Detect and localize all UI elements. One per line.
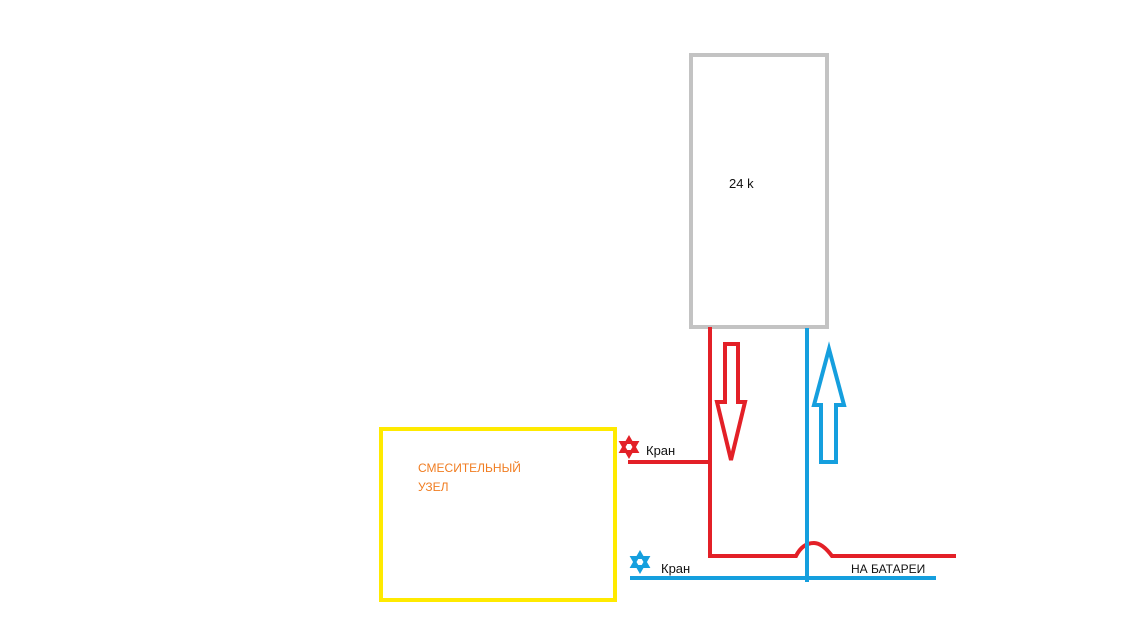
hot-supply-pipe (708, 327, 956, 558)
radiators-label: НА БАТАРЕИ (851, 562, 926, 576)
cold-valve-icon (629, 550, 651, 574)
mixer-label-line1: СМЕСИТЕЛЬНЫЙ (418, 461, 521, 475)
hot-valve-label: Кран (646, 443, 676, 458)
mixing-unit (379, 427, 617, 602)
boiler-label: 24 k (729, 176, 754, 191)
boiler-unit (689, 53, 829, 329)
up-arrow-icon (811, 341, 847, 464)
cold-valve-label: Кран (661, 561, 691, 576)
mixer-label-line2: УЗЕЛ (418, 480, 449, 494)
down-arrow-icon (714, 342, 748, 461)
hot-valve-icon (618, 435, 640, 459)
